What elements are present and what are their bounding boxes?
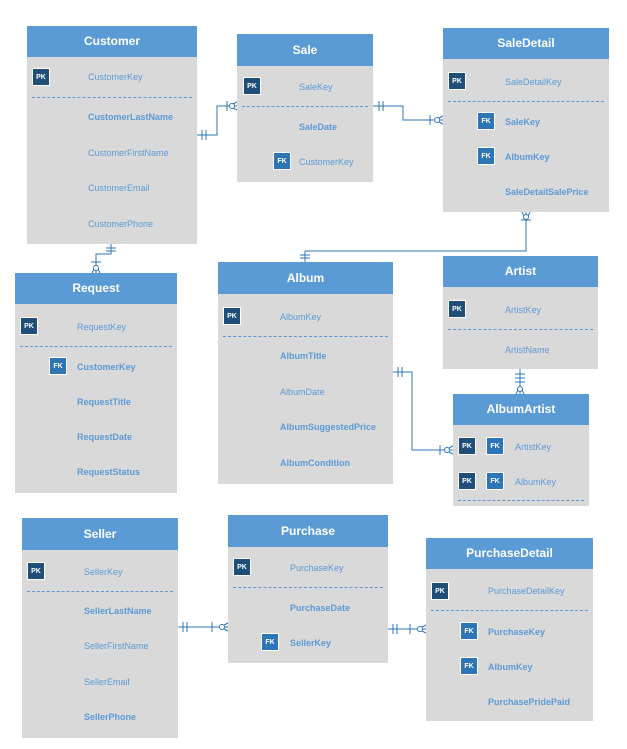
field-seller-email: SellerEmail xyxy=(84,677,130,687)
field-customer-key: CustomerKey xyxy=(88,72,143,82)
field-purchasedetail-album-key: AlbumKey xyxy=(488,662,533,672)
field-albumartist-artist-key: ArtistKey xyxy=(515,442,552,452)
fk-badge: FK xyxy=(477,147,495,165)
fk-badge: FK xyxy=(486,472,504,490)
entity-title: Seller xyxy=(22,518,178,550)
rel-customer-request xyxy=(91,244,116,274)
pk-badge: PK xyxy=(448,300,466,318)
field-separator xyxy=(32,97,192,98)
field-artist-name: ArtistName xyxy=(505,345,550,355)
field-album-condition: AlbumCondition xyxy=(280,458,350,468)
field-seller-key: SellerKey xyxy=(84,567,123,577)
field-sale-key: SaleKey xyxy=(299,82,333,92)
entity-title: AlbumArtist xyxy=(453,394,589,425)
field-separator xyxy=(458,500,584,501)
field-separator xyxy=(233,587,383,588)
entity-sale[interactable]: Sale PK SaleKey SaleDate FK CustomerKey xyxy=(237,34,373,182)
field-saledetail-sale-key: SaleKey xyxy=(505,117,541,127)
field-artist-key: ArtistKey xyxy=(505,305,542,315)
entity-seller[interactable]: Seller PK SellerKey SellerLastName Selle… xyxy=(22,518,178,738)
field-saledetail-album-key: AlbumKey xyxy=(505,152,550,162)
field-customer-first-name: CustomerFirstName xyxy=(88,148,169,158)
field-albumartist-album-key: AlbumKey xyxy=(515,477,557,487)
field-sale-date: SaleDate xyxy=(299,122,338,132)
field-request-title: RequestTitle xyxy=(77,397,131,407)
entity-title: PurchaseDetail xyxy=(426,538,593,569)
field-separator xyxy=(431,610,588,611)
entity-title: Artist xyxy=(443,256,598,287)
field-purchase-seller-key: SellerKey xyxy=(290,638,332,648)
field-album-title: AlbumTitle xyxy=(280,351,327,361)
field-sale-customer-key: CustomerKey xyxy=(299,157,354,167)
entity-purchase[interactable]: Purchase PK PurchaseKey PurchaseDate FK … xyxy=(228,515,388,663)
pk-badge: PK xyxy=(448,72,466,90)
rel-sale-saledetail xyxy=(373,101,444,125)
entity-title: Request xyxy=(15,273,177,304)
entity-title: SaleDetail xyxy=(443,28,609,59)
pk-badge: PK xyxy=(243,77,261,95)
field-seller-phone: SellerPhone xyxy=(84,712,137,722)
field-customer-phone: CustomerPhone xyxy=(88,219,154,229)
field-customer-email: CustomerEmail xyxy=(88,183,150,193)
field-album-date: AlbumDate xyxy=(280,387,325,397)
field-purchasedetail-key: PurchaseDetailKey xyxy=(488,586,565,596)
field-customer-last-name: CustomerLastName xyxy=(88,112,174,122)
field-saledetail-sale-price: SaleDetailSalePrice xyxy=(505,187,589,197)
field-seller-first-name: SellerFirstName xyxy=(84,641,149,651)
field-saledetail-key: SaleDetailKey xyxy=(505,77,562,87)
pk-badge: PK xyxy=(458,437,476,455)
entity-title: Customer xyxy=(27,26,197,57)
pk-badge: PK xyxy=(32,68,50,86)
field-purchase-date: PurchaseDate xyxy=(290,603,351,613)
fk-badge: FK xyxy=(49,357,67,375)
rel-saledetail-album xyxy=(300,211,531,262)
fk-badge: FK xyxy=(273,152,291,170)
rel-artist-albumartist xyxy=(515,369,525,395)
field-purchase-key: PurchaseKey xyxy=(290,563,344,573)
fk-badge: FK xyxy=(477,112,495,130)
pk-badge: PK xyxy=(233,558,251,576)
entity-artist[interactable]: Artist PK ArtistKey ArtistName xyxy=(443,256,598,369)
field-purchasedetail-purchase-key: PurchaseKey xyxy=(488,627,546,637)
entity-title: Purchase xyxy=(228,515,388,547)
entity-purchasedetail[interactable]: PurchaseDetail PK PurchaseDetailKey FK P… xyxy=(426,538,593,721)
entity-title: Album xyxy=(218,262,393,294)
rel-purchase-purchasedetail xyxy=(388,624,427,634)
entity-customer[interactable]: Customer PK CustomerKey CustomerLastName… xyxy=(27,26,197,244)
field-request-customer-key: CustomerKey xyxy=(77,362,136,372)
field-separator xyxy=(20,346,172,347)
fk-badge: FK xyxy=(460,657,478,675)
entity-album[interactable]: Album PK AlbumKey AlbumTitle AlbumDate A… xyxy=(218,262,393,484)
fk-badge: FK xyxy=(261,633,279,651)
field-separator xyxy=(242,106,368,107)
rel-album-albumartist xyxy=(393,367,454,455)
field-separator xyxy=(223,336,388,337)
pk-badge: PK xyxy=(20,317,38,335)
fk-badge: FK xyxy=(486,437,504,455)
entity-title: Sale xyxy=(237,34,373,66)
field-album-key: AlbumKey xyxy=(280,312,322,322)
field-request-date: RequestDate xyxy=(77,432,133,442)
field-album-suggested-price: AlbumSuggestedPrice xyxy=(280,422,377,432)
entity-request[interactable]: Request PK RequestKey FK CustomerKey Req… xyxy=(15,273,177,493)
pk-badge: PK xyxy=(431,582,449,600)
pk-badge: PK xyxy=(458,472,476,490)
rel-seller-purchase xyxy=(178,622,229,632)
field-separator xyxy=(448,101,604,102)
field-request-key: RequestKey xyxy=(77,322,127,332)
entity-saledetail[interactable]: SaleDetail PK SaleDetailKey FK SaleKey F… xyxy=(443,28,609,212)
pk-badge: PK xyxy=(27,562,45,580)
entity-albumartist[interactable]: AlbumArtist PK FK ArtistKey PK FK AlbumK… xyxy=(453,394,589,506)
fk-badge: FK xyxy=(460,622,478,640)
field-request-status: RequestStatus xyxy=(77,467,141,477)
field-purchasedetail-price-paid: PurchasePridePaid xyxy=(488,697,571,707)
rel-customer-sale xyxy=(197,101,238,140)
field-separator xyxy=(448,329,593,330)
pk-badge: PK xyxy=(223,307,241,325)
field-seller-last-name: SellerLastName xyxy=(84,606,152,616)
field-separator xyxy=(27,591,173,592)
